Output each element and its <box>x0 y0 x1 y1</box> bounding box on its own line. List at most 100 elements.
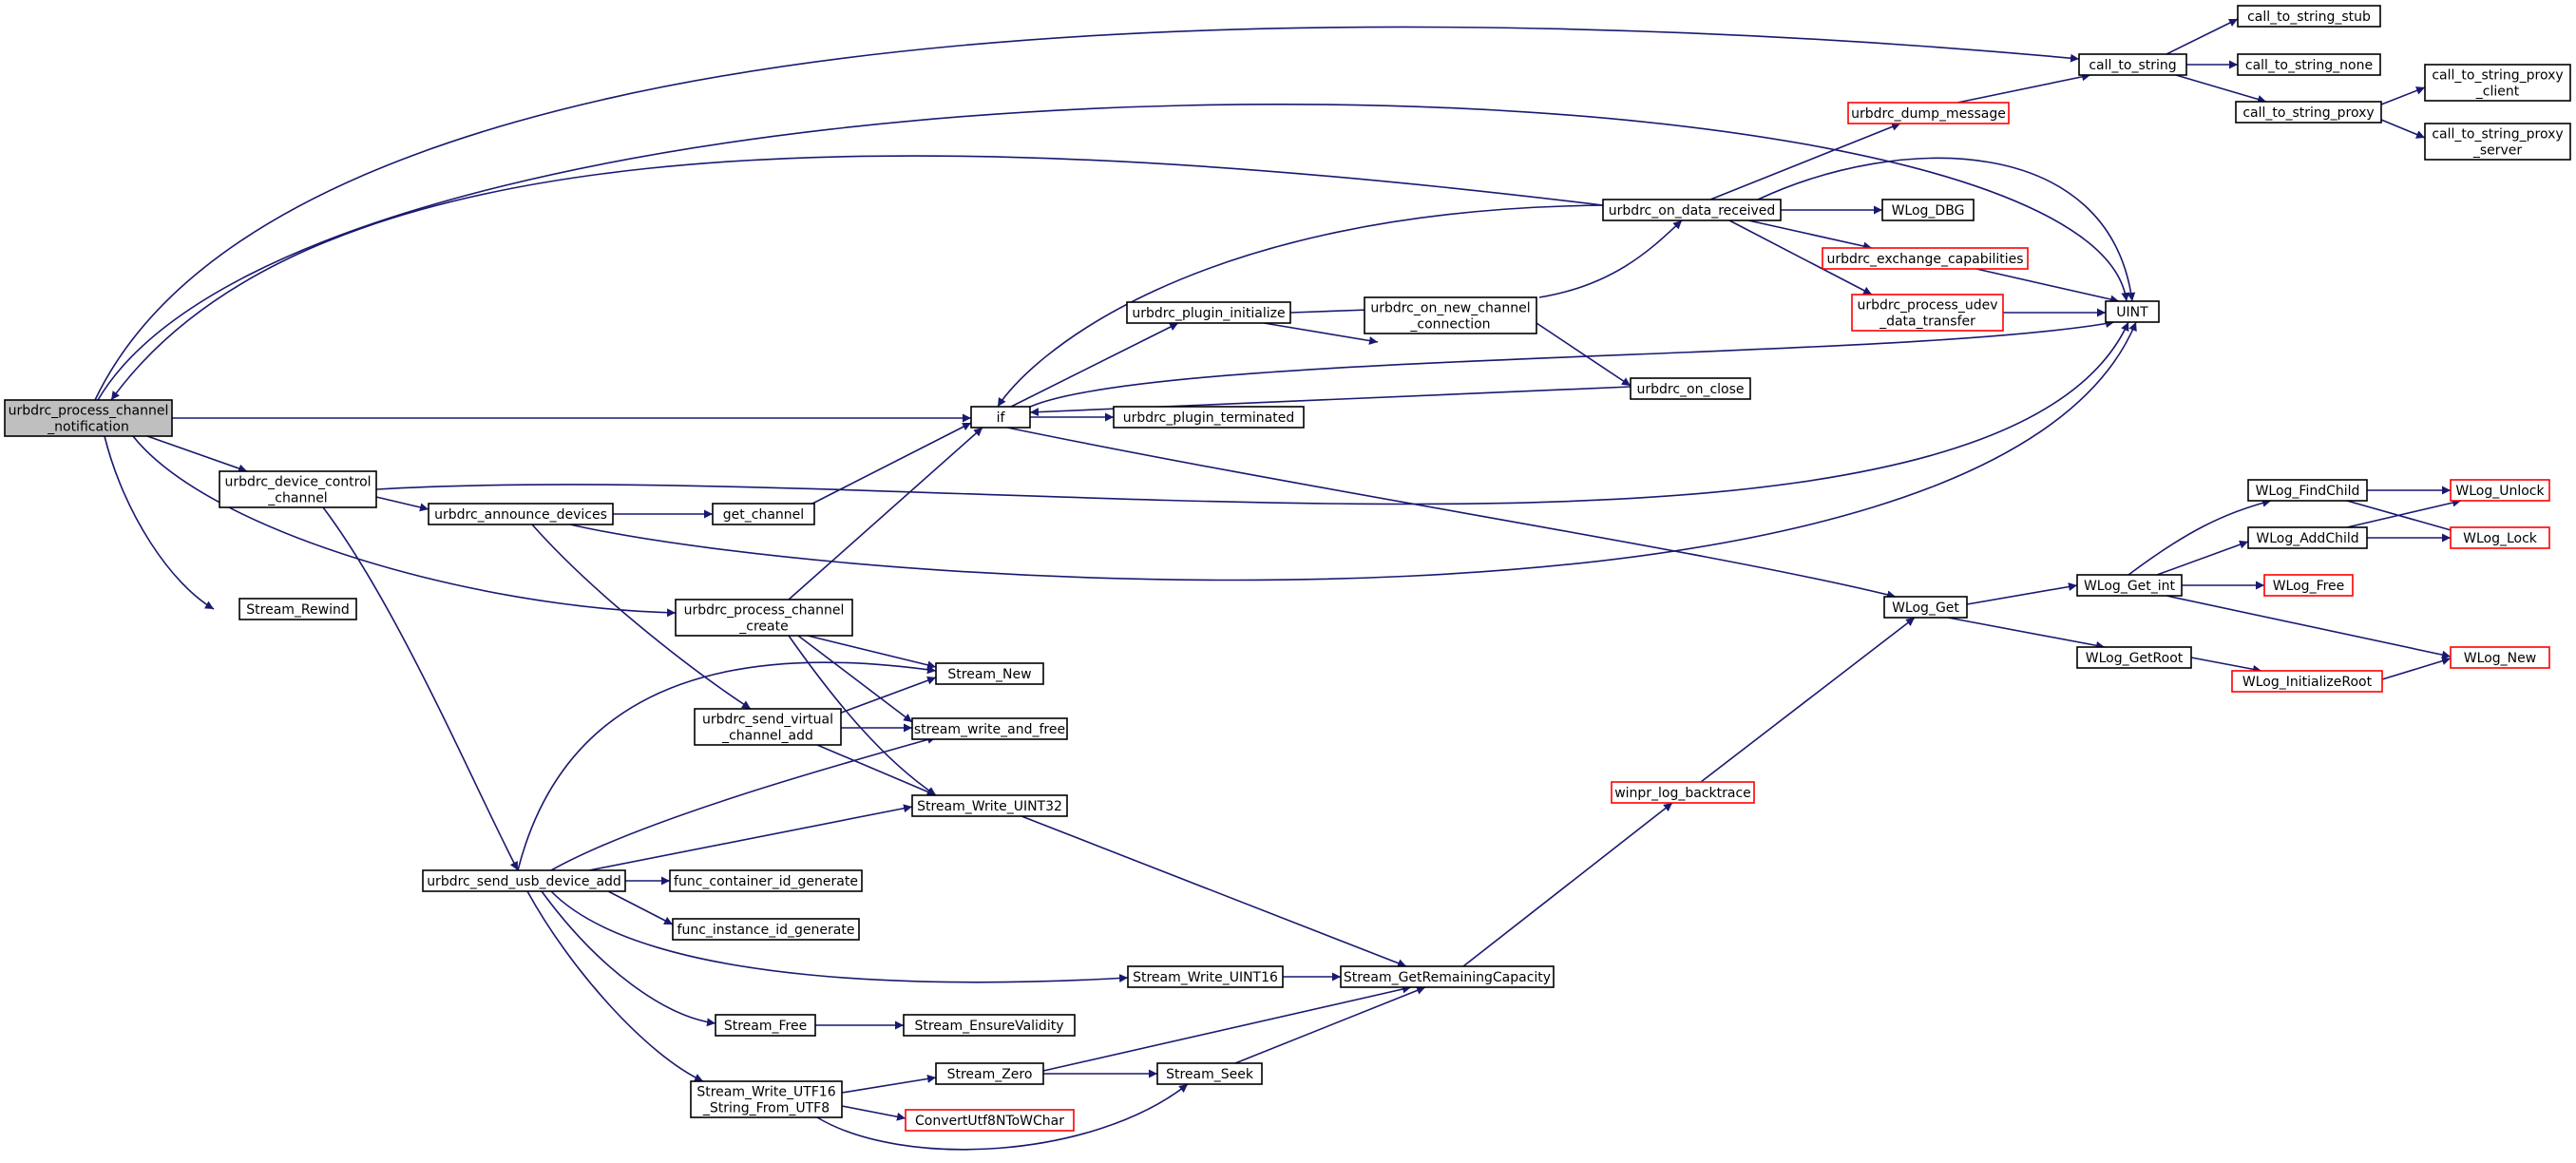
node-backtrace[interactable]: winpr_log_backtrace <box>1611 781 1755 804</box>
node-container-id[interactable]: func_container_id_generate <box>669 869 863 892</box>
node-cts-stub[interactable]: call_to_string_stub <box>2237 5 2381 28</box>
node-stream-zero[interactable]: Stream_Zero <box>935 1062 1044 1085</box>
edge-wlog_get_int-to-add_child <box>2156 540 2249 576</box>
node-box <box>935 662 1044 685</box>
node-label: get_channel <box>723 507 804 523</box>
edge-announce-to-uint <box>569 321 2137 582</box>
node-label: _channel <box>267 491 327 506</box>
edge-stream_zero-to-remaining_cap <box>1042 984 1412 1072</box>
node-label: Stream_Seek <box>1166 1067 1254 1082</box>
node-wlog-lock[interactable]: WLog_Lock <box>2450 526 2550 549</box>
edge-send_usb-to-write_free <box>550 735 937 871</box>
edge-send_virtual-to-write_u32 <box>816 744 937 796</box>
edge-root-to-stream_rewind <box>104 435 215 610</box>
node-data-received[interactable]: urbdrc_on_data_received <box>1602 199 1782 221</box>
node-label: _server <box>2472 143 2523 159</box>
edge-proc_create-to-write_free <box>797 635 913 723</box>
node-convert-utf8[interactable]: ConvertUtf8NToWChar <box>905 1109 1075 1132</box>
edge-if-to-plugin_init <box>1010 322 1179 408</box>
node-label: WLog_InitializeRoot <box>2242 675 2373 690</box>
node-wlog-get-int[interactable]: WLog_Get_int <box>2076 574 2183 597</box>
edge-send_usb-to-instance_id <box>607 890 674 925</box>
node-label: _create <box>738 620 788 635</box>
edge-find_child-to-wlog_lock <box>2346 500 2462 535</box>
node-write-utf16[interactable]: Stream_Write_UTF16_String_From_UTF8 <box>690 1080 843 1118</box>
node-instance-id[interactable]: func_instance_id_generate <box>672 918 860 941</box>
edge-get_channel-to-if <box>811 422 972 505</box>
node-label: urbdrc_plugin_terminated <box>1123 410 1294 426</box>
node-label: _data_transfer <box>1879 315 1975 330</box>
node-on-close[interactable]: urbdrc_on_close <box>1630 377 1751 400</box>
node-label: WLog_Get_int <box>2084 579 2176 594</box>
node-label: UINT <box>2116 305 2148 320</box>
edge-wlog_getroot-to-init_root <box>2190 657 2262 674</box>
edge-device_control-to-send_usb <box>322 506 519 871</box>
node-wlog-get[interactable]: WLog_Get <box>1883 596 1968 619</box>
node-dump-message[interactable]: urbdrc_dump_message <box>1847 102 2010 124</box>
node-label: _notification <box>47 420 129 435</box>
node-device-control[interactable]: urbdrc_device_control_channel <box>219 470 377 508</box>
node-wlog-unlock[interactable]: WLog_Unlock <box>2450 479 2550 502</box>
node-stream-seek[interactable]: Stream_Seek <box>1156 1062 1263 1085</box>
node-cts-proxy-server[interactable]: call_to_string_proxy_server <box>2424 123 2571 161</box>
node-announce[interactable]: urbdrc_announce_devices <box>428 503 614 525</box>
node-if[interactable]: if <box>970 406 1031 429</box>
node-label: WLog_Free <box>2273 579 2345 594</box>
node-cts-proxy-client[interactable]: call_to_string_proxy_client <box>2424 64 2571 102</box>
edge-send_usb-to-stream_free <box>541 890 716 1027</box>
node-get-channel[interactable]: get_channel <box>712 503 815 525</box>
edge-wlog_get-to-wlog_getroot <box>1947 617 2106 650</box>
node-cts-proxy[interactable]: call_to_string_proxy <box>2235 101 2382 124</box>
edge-add_child-to-wlog_unlock <box>2346 498 2462 528</box>
node-add-child[interactable]: WLog_AddChild <box>2247 526 2368 549</box>
node-label: call_to_string_proxy <box>2432 68 2563 84</box>
node-wlog-getroot[interactable]: WLog_GetRoot <box>2076 646 2192 669</box>
node-stream-rewind[interactable]: Stream_Rewind <box>239 598 357 620</box>
node-call-to-string[interactable]: call_to_string <box>2078 53 2187 76</box>
node-box <box>2237 5 2381 28</box>
node-exchange-caps[interactable]: urbdrc_exchange_capabilities <box>1822 247 2029 270</box>
edge-plugin_init-to-new_channel <box>1263 322 1379 345</box>
edge-if-to-wlog_get <box>1006 427 1897 600</box>
node-box <box>428 503 614 525</box>
node-box <box>219 470 377 508</box>
node-write-u16[interactable]: Stream_Write_UINT16 <box>1127 965 1284 988</box>
node-label: if <box>997 410 1006 426</box>
edge-data_received-to-if <box>997 204 1607 408</box>
node-box <box>694 708 842 746</box>
node-ensure-validity[interactable]: Stream_EnsureValidity <box>903 1014 1076 1037</box>
node-plugin-init[interactable]: urbdrc_plugin_initialize <box>1126 301 1291 324</box>
node-init-root[interactable]: WLog_InitializeRoot <box>2231 670 2383 693</box>
node-new-channel[interactable]: urbdrc_on_new_channel_connection <box>1364 296 1537 334</box>
edge-root-to-uint <box>97 104 2130 401</box>
node-wlog-dbg[interactable]: WLog_DBG <box>1881 199 1975 221</box>
node-root: urbdrc_process_channel_notification <box>4 399 173 437</box>
edge-wlog_get-to-wlog_get_int <box>1966 582 2078 605</box>
node-stream-free[interactable]: Stream_Free <box>715 1014 816 1037</box>
node-cts-none[interactable]: call_to_string_none <box>2237 53 2381 76</box>
node-box <box>672 918 860 941</box>
node-send-usb[interactable]: urbdrc_send_usb_device_add <box>422 869 626 892</box>
node-wlog-new[interactable]: WLog_New <box>2450 646 2550 669</box>
edge-if-to-uint <box>1025 319 2115 410</box>
node-udev-transfer[interactable]: urbdrc_process_udev_data_transfer <box>1851 294 2004 332</box>
node-label: urbdrc_process_channel <box>9 404 169 419</box>
node-remaining-cap[interactable]: Stream_GetRemainingCapacity <box>1340 965 1555 988</box>
node-label: WLog_Unlock <box>2455 484 2545 499</box>
node-box <box>2247 526 2368 549</box>
node-wlog-free[interactable]: WLog_Free <box>2263 574 2354 597</box>
edge-send_virtual-to-stream_new <box>835 676 937 715</box>
node-write-free[interactable]: stream_write_and_free <box>911 717 1068 740</box>
node-stream-new[interactable]: Stream_New <box>935 662 1044 685</box>
node-plugin-term[interactable]: urbdrc_plugin_terminated <box>1113 406 1305 429</box>
node-label: call_to_string_proxy <box>2242 105 2374 121</box>
node-write-u32[interactable]: Stream_Write_UINT32 <box>911 794 1068 817</box>
node-label: func_container_id_generate <box>674 874 858 889</box>
node-send-virtual[interactable]: urbdrc_send_virtual_channel_add <box>694 708 842 746</box>
node-box <box>675 599 853 637</box>
node-proc-create[interactable]: urbdrc_process_channel_create <box>675 599 853 637</box>
node-uint[interactable]: UINT <box>2105 300 2160 323</box>
node-find-child[interactable]: WLog_FindChild <box>2247 479 2368 502</box>
node-box <box>4 399 173 437</box>
edge-device_control-to-announce <box>375 496 429 512</box>
